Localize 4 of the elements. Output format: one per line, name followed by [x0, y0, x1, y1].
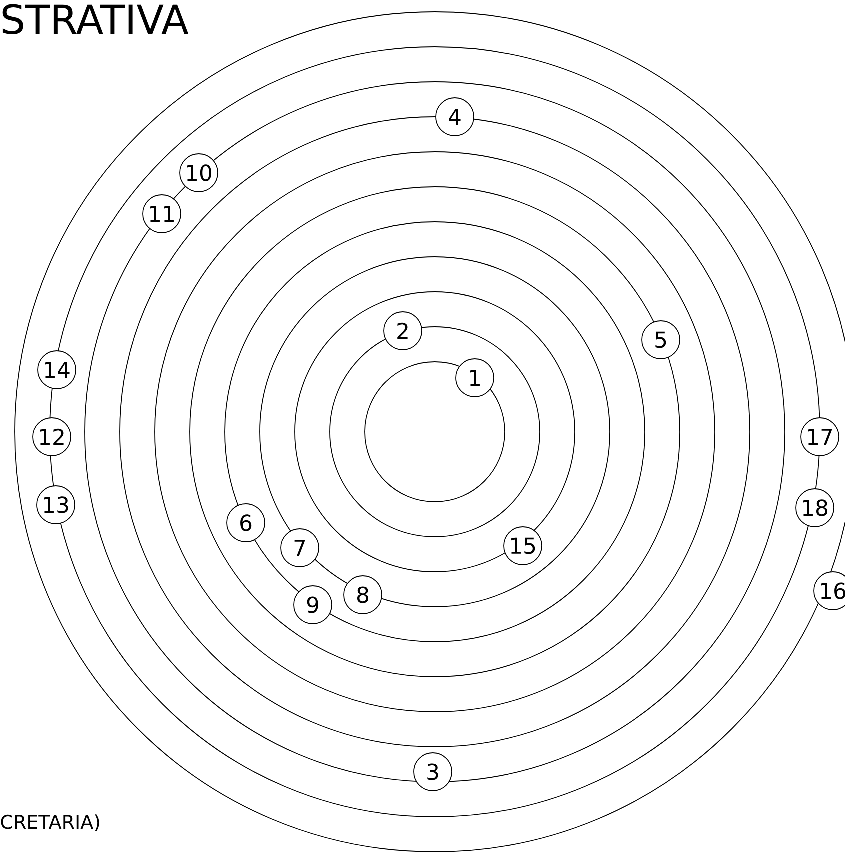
title: STRATIVA — [2, 4, 189, 35]
node-label: 17 — [808, 428, 832, 446]
footnote-text: CRETARIA) — [1, 814, 100, 832]
node-label: 18 — [803, 500, 828, 516]
